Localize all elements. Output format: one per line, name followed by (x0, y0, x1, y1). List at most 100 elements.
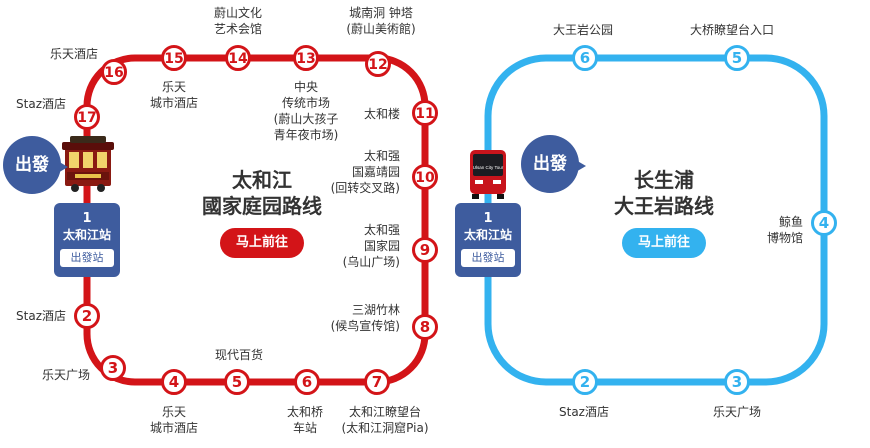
red-stop-4-label-line: 乐天 (161, 405, 187, 419)
red-stop-16-number: 16 (104, 65, 123, 81)
blue-start-name: 太和江站 (463, 228, 512, 242)
red-stop-14-circle (225, 45, 251, 71)
red-stop-15-marker[interactable]: 15 (161, 45, 187, 71)
red-stop-14-label-line: 蔚山文化 (213, 6, 263, 20)
blue-stop-6-label-line: 大王岩公园 (552, 23, 614, 37)
blue-stop-5-label-line: 大桥瞭望台入口 (689, 23, 775, 37)
blue-stop-4-label: 鲸鱼博物馆 (767, 214, 803, 246)
blue-stop-4-marker[interactable]: 4 (811, 210, 837, 236)
blue-start-station-card[interactable]: 1 太和江站 出發站 (455, 203, 521, 277)
red-stop-6-label-line: 太和桥 (286, 405, 324, 419)
red-stop-14-marker[interactable]: 14 (225, 45, 251, 71)
blue-route-title-line2: 大王岩路线 (614, 194, 714, 218)
red-stop-2-label: Staz酒店 (16, 308, 66, 324)
blue-route-title-line1: 长生浦 (634, 168, 694, 192)
red-start-station-card[interactable]: 1 太和江站 出發站 (54, 203, 120, 277)
red-stop-9-label: 太和强国家园 (乌山广场) (343, 222, 400, 270)
blue-stop-3-label: 乐天广场 (713, 404, 761, 420)
red-stop-8-circle (412, 314, 438, 340)
red-stop-13-label-line: 传统市场 (281, 96, 330, 110)
red-stop-5-label: 现代百货 (215, 347, 263, 363)
blue-stop-5-marker[interactable]: 5 (724, 45, 750, 71)
red-stop-10-label-line: (回转交叉路) (330, 181, 400, 195)
red-stop-8-label-line: 三湖竹林 (351, 303, 400, 317)
red-stop-5-marker[interactable]: 5 (224, 369, 250, 395)
red-stop-5-label-line: 现代百货 (214, 348, 264, 362)
red-stop-9-label-line: (乌山广场) (342, 255, 400, 269)
red-route-title-line2: 國家庭园路线 (202, 194, 322, 218)
blue-stop-2-marker[interactable]: 2 (572, 369, 598, 395)
red-stop-8-number: 8 (420, 318, 430, 336)
blue-stop-6-circle (572, 45, 598, 71)
blue-start-number: 1 (483, 211, 493, 226)
blue-stop-6-marker[interactable]: 6 (572, 45, 598, 71)
blue-stop-6-label: 大王岩公园 (553, 22, 613, 38)
red-stop-12-marker[interactable]: 12 (365, 51, 391, 77)
red-stop-3-circle (100, 355, 126, 381)
red-stop-13-label-line: 中央 (293, 80, 318, 94)
red-stop-16-label: 乐天酒店 (50, 46, 98, 62)
red-stop-6-marker[interactable]: 6 (294, 369, 320, 395)
red-stop-17-label: Staz酒店 (16, 96, 66, 112)
red-stop-8-marker[interactable]: 8 (412, 314, 438, 340)
red-stop-10-label-line: 太和强 (363, 149, 400, 163)
red-route-go-button[interactable]: 马上前往 (219, 228, 305, 258)
red-stop-2-label-line: Staz酒店 (16, 309, 66, 323)
red-route-title: 太和江 國家庭园路线 (202, 167, 322, 219)
red-stop-10-label: 太和强国嘉靖园 (回转交叉路) (331, 148, 400, 196)
red-stop-14-number: 14 (228, 51, 248, 67)
blue-stop-3-label-line: 乐天广场 (712, 405, 762, 419)
blue-stop-5-circle (724, 45, 750, 71)
red-stop-9-marker[interactable]: 9 (412, 237, 438, 263)
red-stop-3-marker[interactable]: 3 (100, 355, 126, 381)
blue-start-tag: 出發站 (461, 249, 515, 267)
red-stop-17-marker[interactable]: 17 (74, 104, 100, 130)
red-stop-2-marker[interactable]: 2 (74, 303, 100, 329)
red-stop-6-label: 太和桥车站 (287, 404, 323, 436)
red-stop-13-marker[interactable]: 13 (293, 45, 319, 71)
red-start-number: 1 (82, 211, 92, 226)
red-stop-15-label-line: 乐天 (161, 80, 187, 94)
red-stop-2-number: 2 (82, 307, 92, 325)
red-stop-12-label-line: (蔚山美術館) (346, 22, 416, 36)
blue-stop-6-number: 6 (580, 49, 590, 67)
blue-stop-3-marker[interactable]: 3 (724, 369, 750, 395)
red-stop-16-marker[interactable]: 16 (101, 59, 127, 85)
red-stop-14-label-line: 艺术会馆 (213, 22, 263, 36)
blue-route-go-button[interactable]: 马上前往 (621, 228, 707, 258)
red-start-name: 太和江站 (62, 228, 111, 242)
blue-depart-bubble: 出發 (521, 135, 586, 193)
red-stop-10-number: 10 (415, 170, 435, 186)
red-stop-4-label-line: 城市酒店 (149, 421, 199, 435)
red-stop-3-number: 3 (108, 359, 118, 377)
red-stop-4-marker[interactable]: 4 (161, 369, 187, 395)
blue-stop-3-circle (724, 369, 750, 395)
red-stop-12-circle (365, 51, 391, 77)
red-stop-9-number: 9 (420, 241, 430, 259)
red-stop-2-circle (74, 303, 100, 329)
red-stop-11-marker[interactable]: 11 (412, 100, 438, 126)
red-stop-13-label-line: (蔚山大孩子 (273, 112, 339, 126)
red-stop-10-circle (412, 164, 438, 190)
red-stop-7-circle (364, 369, 390, 395)
red-stop-9-label-line: 国家园 (363, 239, 400, 253)
red-stop-10-label-line: 国嘉靖园 (351, 165, 400, 179)
blue-stop-2-label-line: Staz酒店 (559, 405, 609, 419)
red-stop-13-label-line: 青年夜市场) (273, 128, 339, 142)
red-stop-11-label: 太和楼 (364, 106, 400, 122)
blue-stop-5-label: 大桥瞭望台入口 (690, 22, 774, 38)
red-stop-7-number: 7 (372, 373, 382, 391)
red-stop-11-circle (412, 100, 438, 126)
red-stop-10-marker[interactable]: 10 (412, 164, 438, 190)
red-stop-7-marker[interactable]: 7 (364, 369, 390, 395)
red-stop-13-number: 13 (296, 51, 315, 67)
red-stop-11-label-line: 太和楼 (363, 107, 400, 121)
blue-stop-5-number: 5 (732, 49, 742, 67)
red-stop-9-label-line: 太和强 (363, 223, 400, 237)
red-start-tag: 出發站 (60, 249, 114, 267)
blue-stop-4-label-line: 博物馆 (766, 231, 803, 245)
red-stop-12-number: 12 (368, 57, 387, 73)
red-stop-13-circle (293, 45, 319, 71)
red-stop-17-label-line: Staz酒店 (16, 97, 66, 111)
